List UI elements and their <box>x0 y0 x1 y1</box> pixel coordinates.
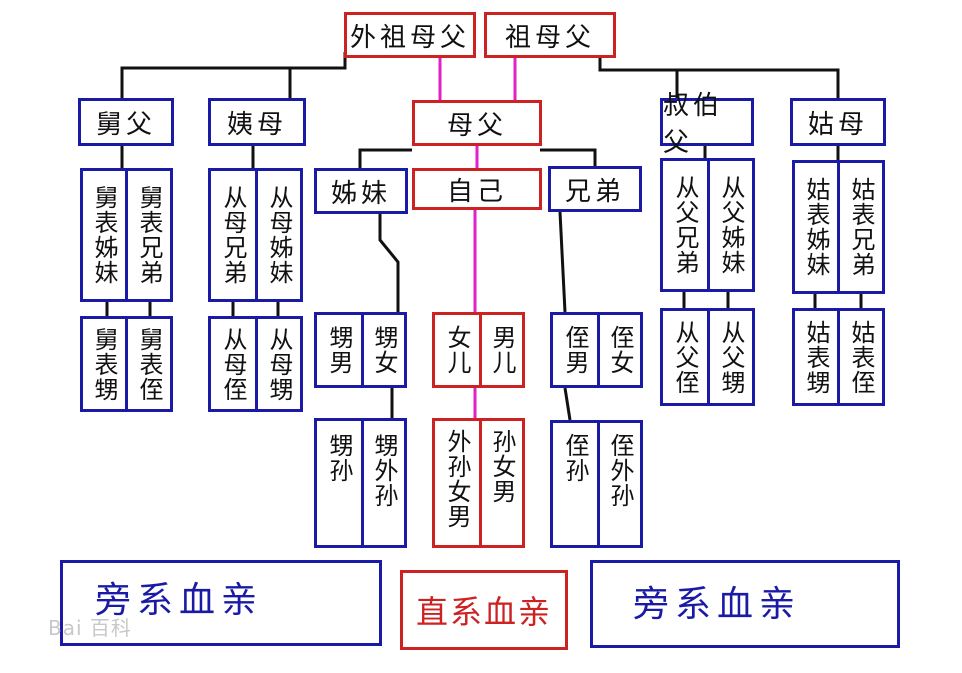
legend-collateral-left: 旁系血亲 <box>60 560 382 646</box>
legend-direct: 直系血亲 <box>400 570 568 650</box>
maternal-aunt-box: 姨母 <box>208 98 306 146</box>
cousin-gu-1-label: 姑表姊妹 <box>802 177 830 277</box>
maternal-grandparents-label: 外祖母父 <box>349 22 470 53</box>
cousin-yi-2-label: 从母姊妹 <box>265 185 293 285</box>
cousin-yi-1-label: 从母兄弟 <box>219 185 247 285</box>
child-sister-1-box: 甥男 <box>314 312 364 388</box>
cousin-child-yi-2-box: 从母甥 <box>255 316 303 412</box>
child-self-2-box: 男儿 <box>479 312 525 388</box>
cousin-child-gu-2-label: 姑表侄 <box>847 319 875 395</box>
child-sister-1-label: 甥男 <box>325 325 353 375</box>
grandchild-self-2-label: 孙女男 <box>488 429 516 504</box>
maternal-uncle-label: 舅父 <box>95 109 156 140</box>
legend-collateral-left-label: 旁系血亲 <box>95 580 264 621</box>
self-box: 自己 <box>412 168 542 210</box>
child-brother-2-label: 侄女 <box>606 325 634 375</box>
sisters-label: 姊妹 <box>330 178 391 209</box>
cousin-yi-2-box: 从母姊妹 <box>255 168 303 302</box>
cousin-shu-1-box: 从父兄弟 <box>660 158 710 292</box>
paternal-aunt-box: 姑母 <box>790 98 886 146</box>
maternal-uncle-box: 舅父 <box>78 98 174 146</box>
child-sister-2-box: 甥女 <box>361 312 407 388</box>
child-sister-2-label: 甥女 <box>370 325 398 375</box>
grandchild-self-2-box: 孙女男 <box>479 418 525 548</box>
cousin-shu-2-box: 从父姊妹 <box>707 158 755 292</box>
grandchild-self-1-box: 外孙女男 <box>432 418 482 548</box>
child-self-1-box: 女儿 <box>432 312 482 388</box>
grandchild-brother-1-label: 侄孙 <box>561 433 589 483</box>
brothers-box: 兄弟 <box>548 166 642 212</box>
child-self-2-label: 男儿 <box>488 325 516 375</box>
cousin-jiu-1-box: 舅表姊妹 <box>80 168 128 302</box>
paternal-uncle-label: 叔伯父 <box>663 91 724 158</box>
self-label: 自己 <box>446 176 507 207</box>
cousin-child-yi-2-label: 从母甥 <box>265 326 293 402</box>
grandchild-brother-2-box: 侄外孙 <box>597 420 643 548</box>
maternal-grandparents-box: 外祖母父 <box>344 12 476 58</box>
cousin-jiu-1-label: 舅表姊妹 <box>90 185 118 285</box>
grandchild-sister-2-label: 甥外孙 <box>370 433 398 508</box>
child-brother-1-box: 侄男 <box>550 312 600 388</box>
child-brother-2-box: 侄女 <box>597 312 643 388</box>
cousin-child-yi-1-box: 从母侄 <box>208 316 258 412</box>
cousin-child-gu-1-box: 姑表甥 <box>792 308 840 406</box>
parents-label: 母父 <box>446 110 507 141</box>
cousin-child-gu-1-label: 姑表甥 <box>802 319 830 395</box>
grandchild-sister-1-box: 甥孙 <box>314 418 364 548</box>
cousin-jiu-2-box: 舅表兄弟 <box>125 168 173 302</box>
grandchild-sister-1-label: 甥孙 <box>325 433 353 483</box>
cousin-child-jiu-1-box: 舅表甥 <box>80 316 128 412</box>
cousin-child-yi-1-label: 从母侄 <box>219 326 247 402</box>
grandchild-brother-2-label: 侄外孙 <box>606 433 634 508</box>
paternal-aunt-label: 姑母 <box>807 109 868 140</box>
legend-collateral-right: 旁系血亲 <box>590 560 900 648</box>
cousin-child-shu-1-box: 从父侄 <box>660 308 710 406</box>
cousin-jiu-2-label: 舅表兄弟 <box>135 185 163 285</box>
cousin-gu-2-box: 姑表兄弟 <box>837 160 885 294</box>
cousin-yi-1-box: 从母兄弟 <box>208 168 258 302</box>
cousin-child-shu-1-label: 从父侄 <box>671 319 699 395</box>
legend-collateral-right-label: 旁系血亲 <box>633 584 802 625</box>
cousin-child-shu-2-label: 从父甥 <box>717 319 745 395</box>
cousin-child-shu-2-box: 从父甥 <box>707 308 755 406</box>
grandchild-brother-1-box: 侄孙 <box>550 420 600 548</box>
cousin-shu-2-label: 从父姊妹 <box>717 175 745 275</box>
cousin-child-jiu-2-box: 舅表侄 <box>125 316 173 412</box>
paternal-uncle-box: 叔伯父 <box>660 91 754 158</box>
legend-direct-label: 直系血亲 <box>415 593 552 631</box>
maternal-aunt-label: 姨母 <box>226 109 287 140</box>
paternal-grandparents-label: 祖母父 <box>504 22 595 53</box>
cousin-child-gu-2-box: 姑表侄 <box>837 308 885 406</box>
cousin-child-jiu-1-label: 舅表甥 <box>90 326 118 402</box>
parents-box: 母父 <box>412 100 542 146</box>
cousin-gu-1-box: 姑表姊妹 <box>792 160 840 294</box>
brothers-label: 兄弟 <box>564 176 625 207</box>
grandchild-sister-2-box: 甥外孙 <box>361 418 407 548</box>
child-brother-1-label: 侄男 <box>561 325 589 375</box>
cousin-gu-2-label: 姑表兄弟 <box>847 177 875 277</box>
cousin-child-jiu-2-label: 舅表侄 <box>135 326 163 402</box>
paternal-grandparents-box: 祖母父 <box>484 12 616 58</box>
grandchild-self-1-label: 外孙女男 <box>443 429 471 529</box>
cousin-shu-1-label: 从父兄弟 <box>671 175 699 275</box>
sisters-box: 姊妹 <box>314 168 408 214</box>
child-self-1-label: 女儿 <box>443 325 471 375</box>
watermark: Bai 百科 <box>48 616 132 640</box>
